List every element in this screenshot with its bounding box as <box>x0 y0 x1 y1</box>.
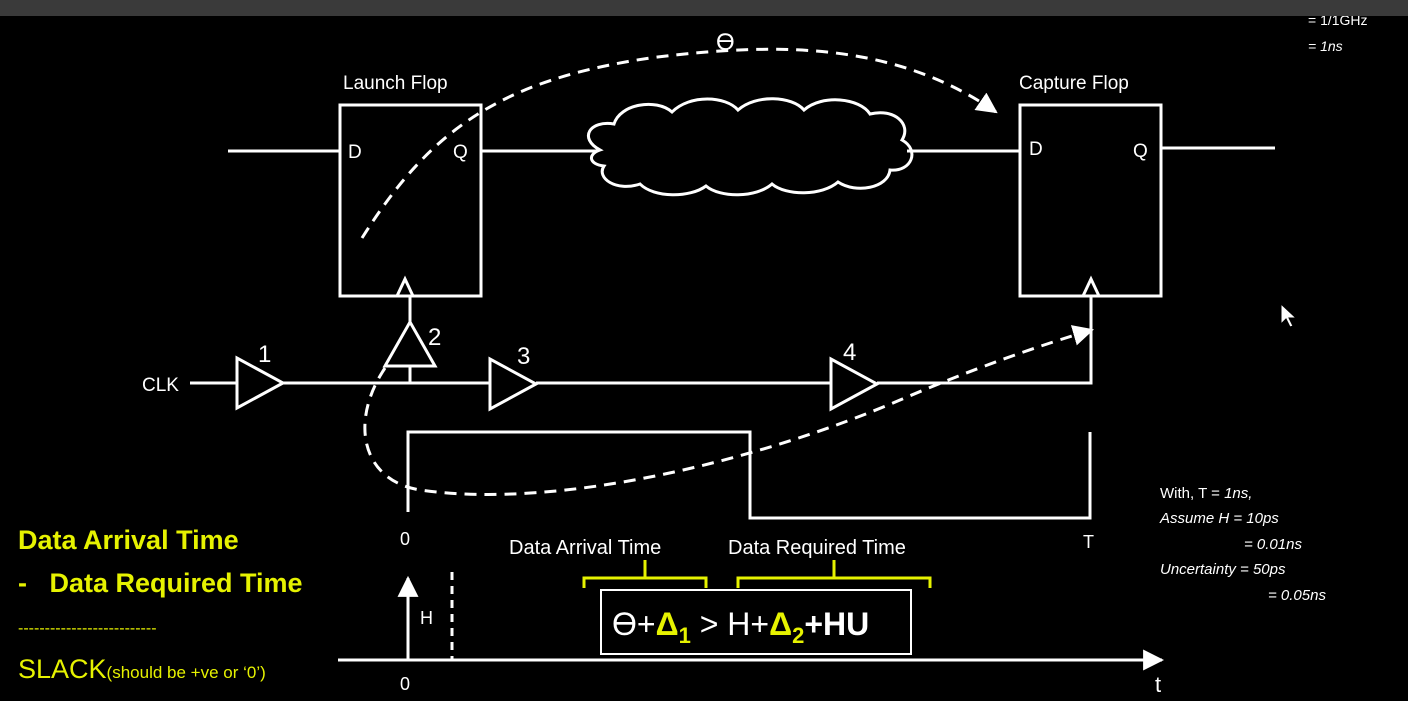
buffer-4-label: 4 <box>843 339 856 366</box>
brace-arrival-label: Data Arrival Time <box>509 537 661 559</box>
waveform-zero-label: 0 <box>400 529 410 549</box>
note-period: = 1ns <box>1308 38 1343 54</box>
slack-line-arrival: Data Arrival Time <box>18 525 239 555</box>
hold-h-label: H <box>420 608 433 628</box>
equation-box <box>600 589 912 655</box>
note-freq: = 1/1GHz <box>1308 16 1368 28</box>
capture-flop-box <box>1018 103 1163 298</box>
slack-line-required: - Data Required Time <box>18 568 303 598</box>
clock-buffer-2 <box>382 318 438 368</box>
capture-flop-d: D <box>1029 139 1043 160</box>
launch-flop-title: Launch Flop <box>343 73 448 94</box>
launch-flop-box <box>338 103 483 298</box>
waveform-period-label: T <box>1083 532 1094 552</box>
combinational-logic-cloud <box>587 97 914 197</box>
setup-equation: ϴ+Δ1 > H+Δ2+HU <box>612 606 869 648</box>
note-uncertainty-ns: = 0.05ns <box>1268 587 1326 604</box>
clk-label: CLK <box>142 375 179 396</box>
launch-flop-d: D <box>348 142 362 163</box>
note-assume: Assume H = 10ps <box>1159 510 1279 527</box>
launch-flop-q: Q <box>453 142 468 163</box>
buffer-1-label: 1 <box>258 341 271 368</box>
time-axis-label: t <box>1155 672 1161 697</box>
clock-buffer-4 <box>829 356 881 412</box>
hold-zero-label: 0 <box>400 674 410 694</box>
capture-flop-title: Capture Flop <box>1019 73 1129 94</box>
brace-required <box>736 560 932 588</box>
launch-clock-pin <box>395 275 415 297</box>
mouse-cursor-icon <box>1280 302 1298 328</box>
buffer-2-label: 2 <box>428 324 441 351</box>
capture-clock-dashed-arrow <box>363 325 1095 496</box>
note-with: With, T = 1ns, <box>1160 485 1252 502</box>
clock-buffer-1 <box>235 355 287 411</box>
timing-diagram: = 1/1GHz = 1ns ϴ Launch Flop D Q Capture… <box>18 16 1368 697</box>
data-path-dashed-arrow <box>360 47 998 239</box>
brace-arrival <box>582 560 708 588</box>
diagram-stage: = 1/1GHz = 1ns ϴ Launch Flop D Q Capture… <box>0 16 1408 701</box>
slack-definition: SLACK(should be +ve or ‘0’) <box>18 654 266 684</box>
window-top-bar <box>0 0 1408 16</box>
note-assume-ns: = 0.01ns <box>1244 536 1302 553</box>
note-uncertainty: Uncertainty = 50ps <box>1160 561 1286 578</box>
clk-wire-capture <box>877 296 1093 385</box>
clock-waveform <box>406 430 1092 520</box>
theta-label: ϴ <box>716 29 735 56</box>
capture-clock-pin <box>1081 275 1101 297</box>
clock-buffer-3 <box>488 356 540 412</box>
brace-required-label: Data Required Time <box>728 537 906 559</box>
buffer-3-label: 3 <box>517 343 530 370</box>
slack-divider: -------------------------- <box>18 620 157 637</box>
capture-flop-q: Q <box>1133 141 1148 162</box>
